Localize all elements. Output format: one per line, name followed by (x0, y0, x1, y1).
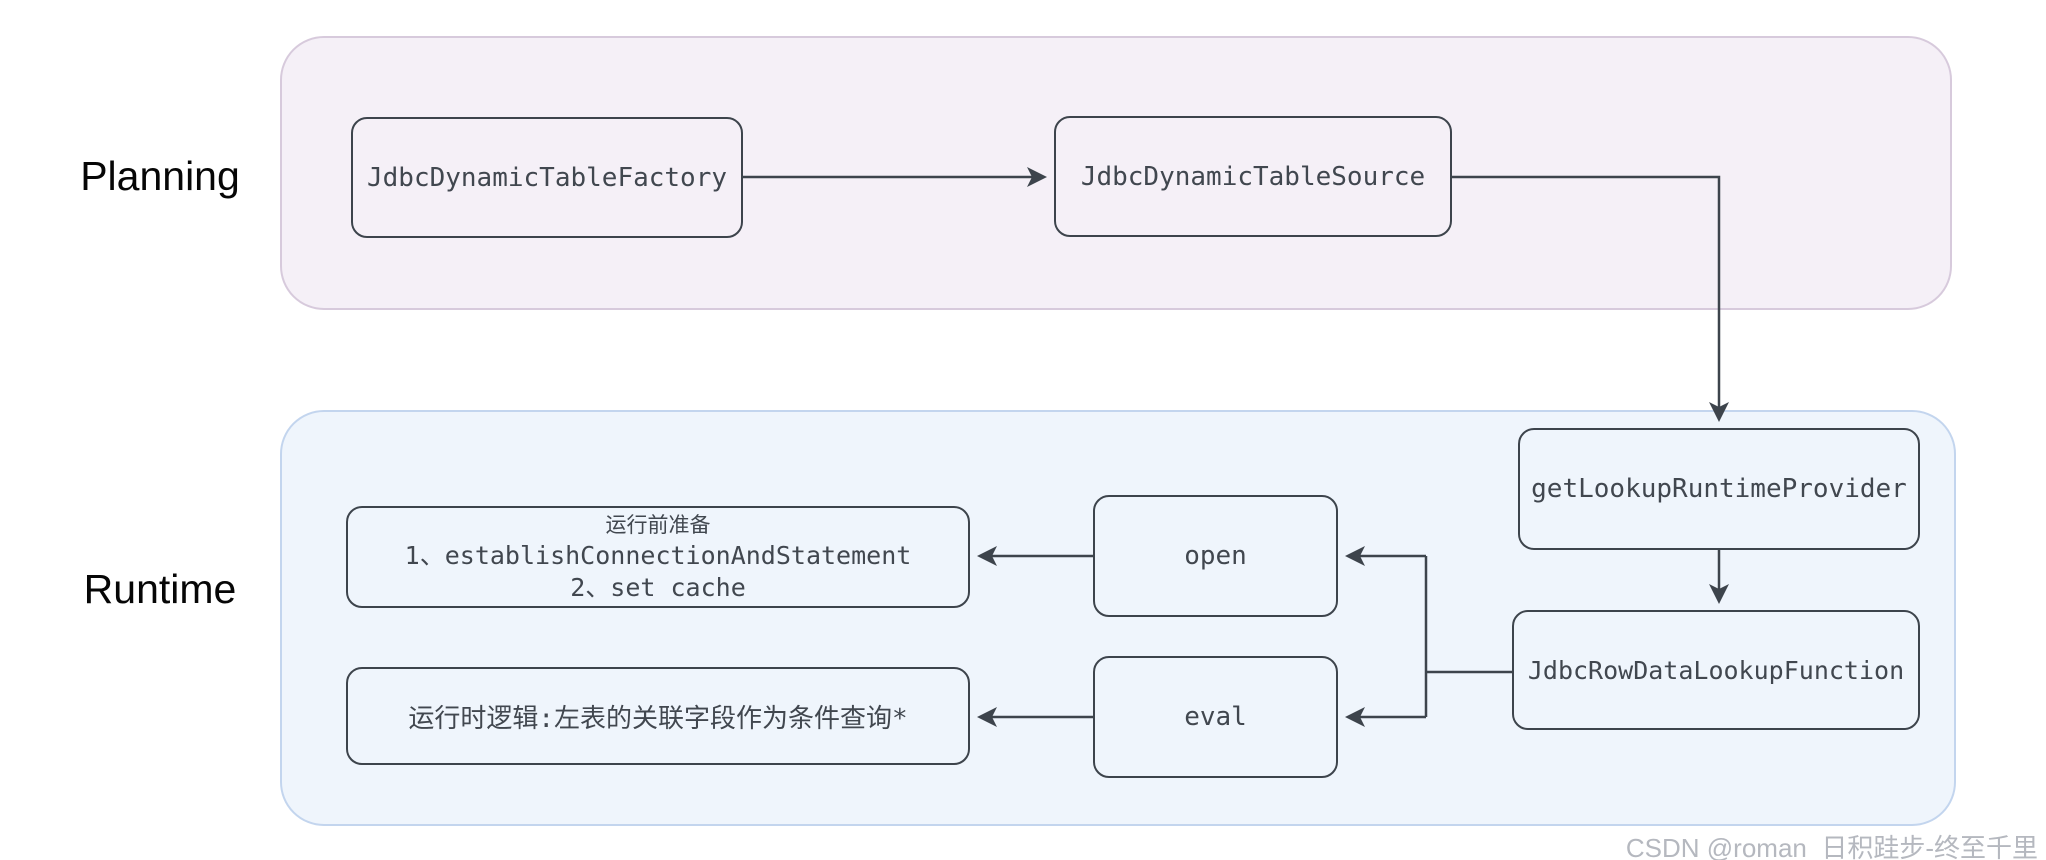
prepare-item-1: 1、establishConnectionAndStatement (404, 541, 912, 570)
node-pre-run-preparation: 运行前准备 1、establishConnectionAndStatement … (346, 506, 970, 608)
planning-section-container (280, 36, 1952, 310)
runtime-section-container (280, 410, 1956, 826)
node-jdbc-row-data-lookup-function: JdbcRowDataLookupFunction (1512, 610, 1920, 730)
node-label: JdbcDynamicTableFactory (366, 162, 728, 193)
node-jdbc-dynamic-table-factory: JdbcDynamicTableFactory (351, 117, 743, 238)
node-label: 运行时逻辑:左表的关联字段作为条件查询* (408, 703, 908, 734)
node-eval: eval (1093, 656, 1338, 778)
csdn-watermark: CSDN @roman_日积跬步-终至千里 (1625, 833, 2038, 860)
node-label: getLookupRuntimeProvider (1531, 474, 1907, 504)
node-label: JdbcRowDataLookupFunction (1527, 655, 1905, 685)
node-jdbc-dynamic-table-source: JdbcDynamicTableSource (1054, 116, 1452, 237)
node-label: eval (1184, 702, 1247, 732)
edge-source-to-provider (1452, 175, 1729, 422)
planning-section-label: Planning (80, 153, 240, 199)
node-label: open (1184, 541, 1247, 571)
node-open: open (1093, 495, 1338, 617)
node-label: JdbcDynamicTableSource (1080, 161, 1426, 192)
prepare-item-2: 2、set cache (570, 573, 746, 602)
prepare-title: 运行前准备 (605, 513, 711, 537)
runtime-section-label: Runtime (83, 566, 237, 612)
node-get-lookup-runtime-provider: getLookupRuntimeProvider (1518, 428, 1920, 550)
node-runtime-logic: 运行时逻辑:左表的关联字段作为条件查询* (346, 667, 970, 765)
